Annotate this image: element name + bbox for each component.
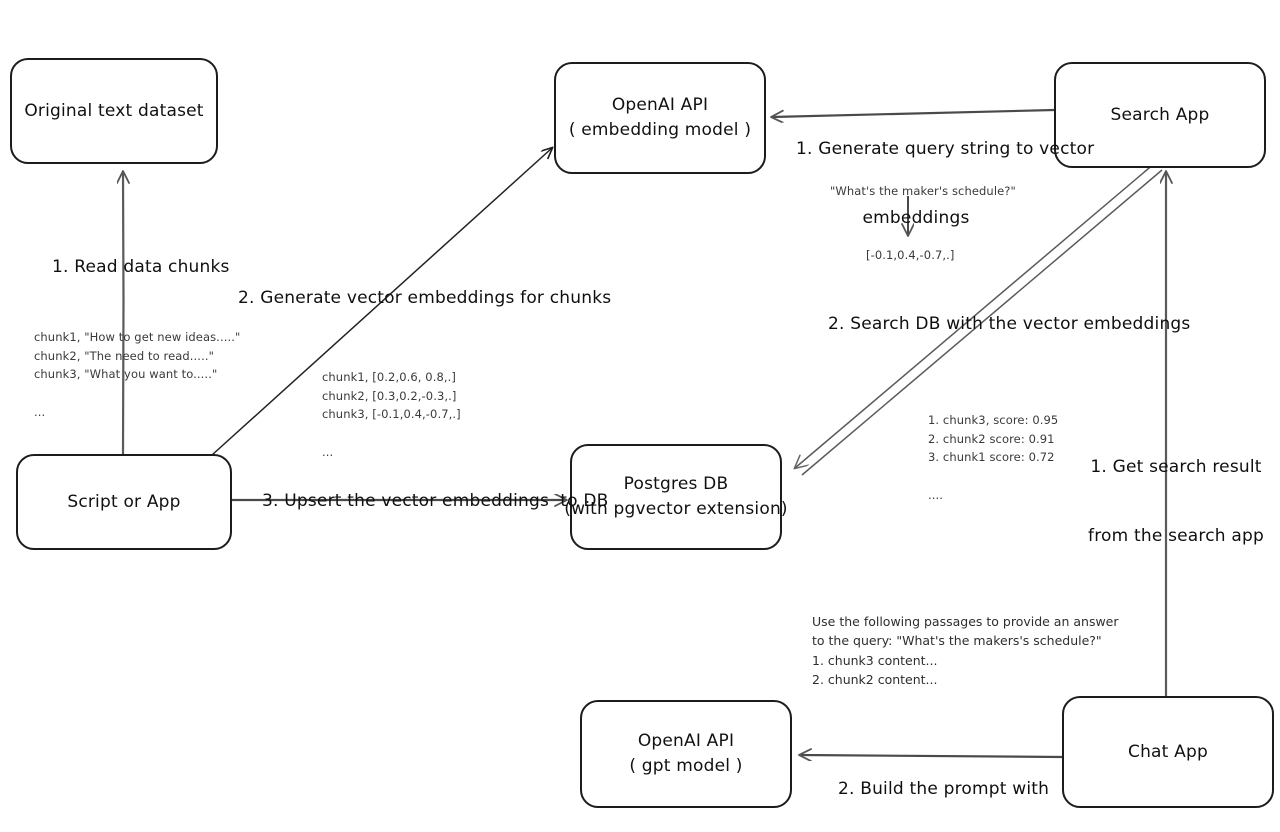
annotation-source-chunks: chunk1, "How to get new ideas....." chun… <box>34 330 241 419</box>
node-label-line2: ( gpt model ) <box>629 756 743 776</box>
annotation-search-results: 1. chunk3, score: 0.95 2. chunk2 score: … <box>928 413 1059 502</box>
node-openai-embedding-model[interactable]: OpenAI API ( embedding model ) <box>554 62 766 174</box>
annotation-query-embedding: [-0.1,0.4,-0.7,.] <box>866 248 955 262</box>
edge-label-line2: from the search app <box>1088 525 1264 546</box>
node-label: Chat App <box>1128 741 1208 762</box>
node-label: Search App <box>1110 104 1210 125</box>
node-label-line2: ( embedding model ) <box>568 120 752 140</box>
annotation-chunk-embeddings: chunk1, [0.2,0.6, 0.8,.] chunk2, [0.3,0.… <box>322 370 461 459</box>
node-search-app[interactable]: Search App <box>1054 62 1266 168</box>
node-label: Script or App <box>67 491 181 512</box>
node-label-line1: OpenAI API <box>637 731 735 752</box>
annotation-query-string: "What's the maker's schedule?" <box>830 184 1016 198</box>
edge-label-get-search-result: 1. Get search result from the search app <box>1086 410 1266 594</box>
edge-label-line1: 1. Generate query string to vector <box>796 138 1095 159</box>
node-openai-gpt-model[interactable]: OpenAI API ( gpt model ) <box>580 700 792 808</box>
edge-label-search-db: 2. Search DB with the vector embeddings <box>828 314 1191 334</box>
edge-label-line1: 1. Get search result <box>1090 456 1262 477</box>
edge-label-line1: 2. Build the prompt with <box>838 778 1050 799</box>
edge-label-read-data-chunks: 1. Read data chunks <box>52 257 230 277</box>
edge-label-upsert-to-db: 3. Upsert the vector embeddings to DB <box>262 491 609 511</box>
node-postgres-db[interactable]: Postgres DB (with pgvector extension) <box>564 444 788 550</box>
annotation-prompt-text: Use the following passages to provide an… <box>812 614 1119 688</box>
edge-label-generate-query-embeddings: 1. Generate query string to vector embed… <box>796 92 1095 276</box>
edge-label-line2: embeddings <box>862 207 970 228</box>
node-chat-app[interactable]: Chat App <box>1062 696 1274 808</box>
edge-label-generate-vector-embeddings: 2. Generate vector embeddings for chunks <box>238 288 612 308</box>
node-label-line2: (with pgvector extension) <box>564 499 788 519</box>
node-label-line1: OpenAI API <box>611 95 709 116</box>
node-label-line1: Postgres DB <box>623 474 729 495</box>
node-original-text-dataset[interactable]: Original text dataset <box>10 58 218 164</box>
node-script-or-app[interactable]: Script or App <box>16 454 232 550</box>
edge-label-build-prompt: 2. Build the prompt with search result <box>838 732 1050 832</box>
node-label: Original text dataset <box>24 100 204 121</box>
